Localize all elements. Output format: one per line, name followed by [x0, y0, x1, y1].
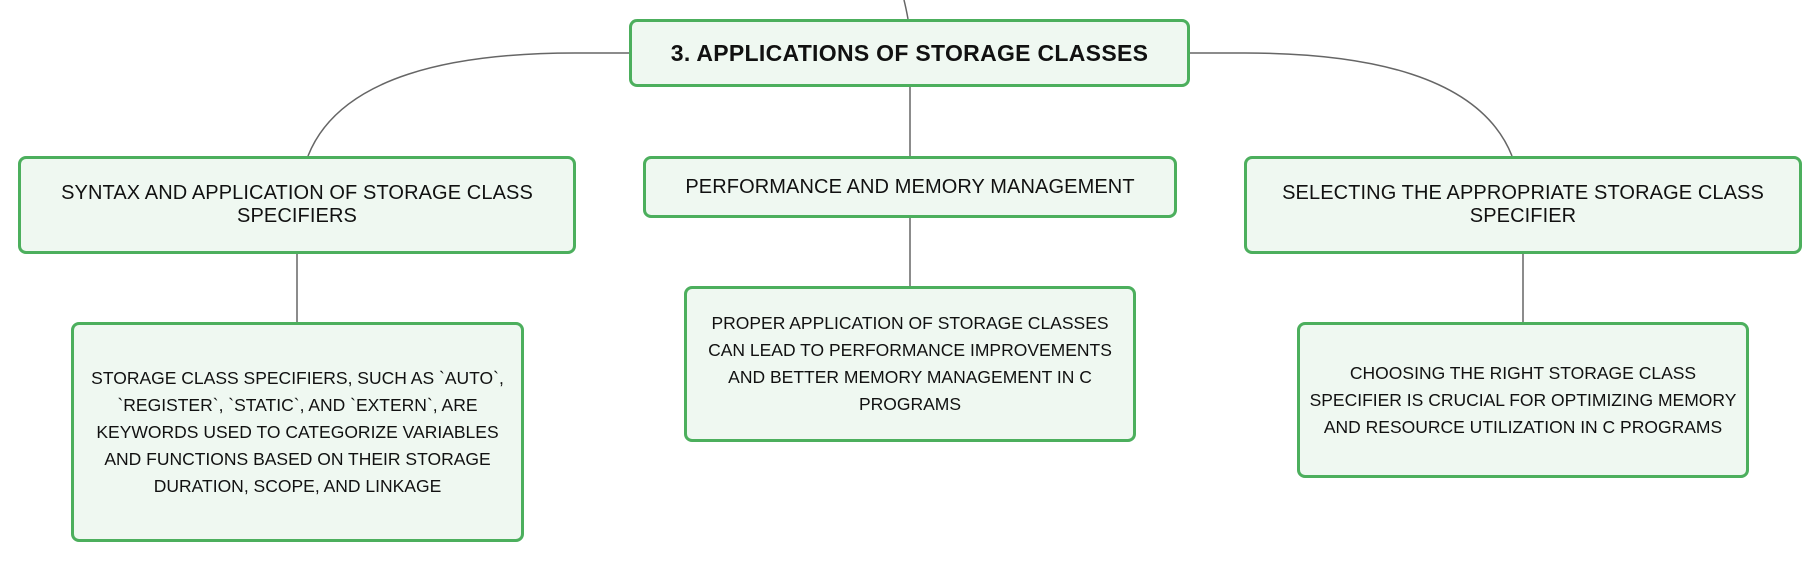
detail-text: STORAGE CLASS SPECIFIERS, SUCH AS `AUTO`… [91, 367, 504, 496]
topic-label: PERFORMANCE AND MEMORY MANAGEMENT [685, 175, 1135, 198]
connector-parent-to-root [903, 0, 909, 20]
detail-syntax-and-application[interactable]: STORAGE CLASS SPECIFIERS, SUCH AS `AUTO`… [71, 322, 524, 542]
detail-text: CHOOSING THE RIGHT STORAGE CLASS SPECIFI… [1309, 362, 1737, 437]
topic-syntax-and-application[interactable]: SYNTAX AND APPLICATION OF STORAGE CLASS … [18, 156, 576, 254]
topic-label: SELECTING THE APPROPRIATE STORAGE CLASS … [1282, 182, 1764, 227]
detail-performance-and-memory[interactable]: PROPER APPLICATION OF STORAGE CLASSES CA… [684, 286, 1136, 442]
root-topic-label: 3. APPLICATIONS OF STORAGE CLASSES [670, 39, 1149, 66]
detail-text: PROPER APPLICATION OF STORAGE CLASSES CA… [708, 313, 1112, 414]
detail-selecting-specifier[interactable]: CHOOSING THE RIGHT STORAGE CLASS SPECIFI… [1297, 322, 1749, 478]
root-topic[interactable]: 3. APPLICATIONS OF STORAGE CLASSES [629, 19, 1190, 87]
topic-selecting-specifier[interactable]: SELECTING THE APPROPRIATE STORAGE CLASS … [1244, 156, 1802, 254]
topic-performance-and-memory[interactable]: PERFORMANCE AND MEMORY MANAGEMENT [643, 156, 1177, 218]
connector-root-to-right-topic [1190, 52, 1513, 157]
connector-root-to-left-topic [307, 52, 629, 157]
topic-label: SYNTAX AND APPLICATION OF STORAGE CLASS … [61, 182, 533, 227]
